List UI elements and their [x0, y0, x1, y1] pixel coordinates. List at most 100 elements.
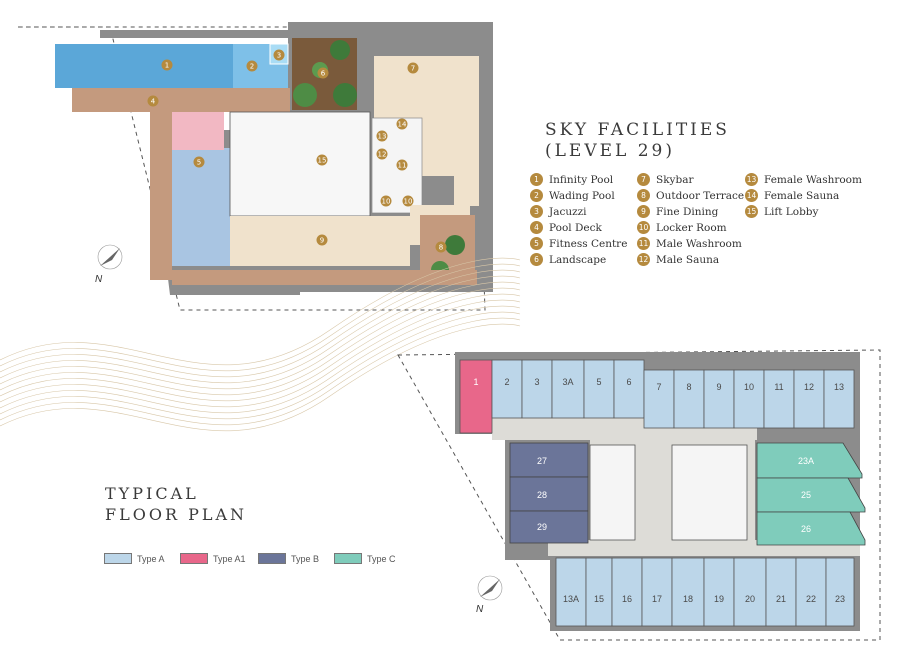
typical-core-left	[589, 444, 636, 541]
unit-17[interactable]	[641, 557, 673, 627]
unit-9[interactable]	[703, 369, 735, 429]
marker-label: 10	[404, 198, 413, 206]
unit-22[interactable]	[795, 557, 827, 627]
marker-label: 14	[398, 121, 407, 129]
unit-label: 18	[683, 594, 693, 604]
legend-label: Male Washroom	[656, 237, 742, 250]
marker-label: 5	[197, 159, 201, 167]
unit-5[interactable]	[583, 359, 615, 419]
unit-7[interactable]	[643, 369, 675, 429]
north-label: N	[95, 274, 103, 285]
marker-label: 13	[378, 133, 387, 141]
unit-15[interactable]	[585, 557, 613, 627]
type-legend-item: Type C	[334, 553, 396, 564]
unit-6[interactable]	[613, 359, 645, 419]
type-swatch	[334, 553, 362, 564]
unit-29[interactable]	[509, 510, 589, 544]
legend-label: Pool Deck	[549, 221, 602, 234]
unit-label: 16	[622, 594, 632, 604]
unit-2[interactable]	[491, 359, 523, 419]
unit-label: 25	[801, 490, 811, 500]
sky-facilities-title: SKY FACILITIES (LEVEL 29)	[545, 120, 730, 162]
type-label: Type B	[291, 553, 320, 564]
legend-label: Landscape	[549, 253, 607, 266]
marker-label: 10	[382, 198, 391, 206]
unit-label: 15	[594, 594, 604, 604]
pool-deck-area	[72, 88, 290, 112]
unit-20[interactable]	[733, 557, 767, 627]
unit-label: 3A	[562, 377, 573, 387]
units-left-column: 27 28 29	[509, 442, 589, 544]
marker-label: 6	[321, 70, 326, 78]
unit-16[interactable]	[611, 557, 643, 627]
marker-label: 3	[277, 52, 281, 60]
unit-8[interactable]	[673, 369, 705, 429]
unit-label: 9	[716, 382, 721, 392]
unit-3a[interactable]	[551, 359, 585, 419]
unit-label: 5	[596, 377, 601, 387]
legend-label: Fitness Centre	[549, 237, 628, 250]
marker-infinity-pool	[161, 59, 173, 71]
type-label: Type A	[137, 553, 165, 564]
units-bottom-row: 13A 15 16 17 18 19 20 21 22 23	[555, 557, 855, 627]
type-label: Type C	[367, 553, 396, 564]
type-swatch	[258, 553, 286, 564]
units-right-column: 23A 25 26	[756, 442, 866, 546]
legend-num: 9	[637, 205, 650, 218]
unit-25[interactable]	[756, 477, 866, 513]
type-legend-item: Type A	[104, 553, 165, 564]
legend-num: 8	[637, 189, 650, 202]
unit-12[interactable]	[793, 369, 825, 429]
unit-label: 23A	[798, 456, 814, 466]
marker-label: 1	[165, 62, 169, 70]
unit-label: 2	[504, 377, 509, 387]
marker-label: 8	[439, 244, 443, 252]
unit-26[interactable]	[756, 511, 866, 546]
sky-title-line2: (LEVEL 29)	[545, 141, 675, 161]
unit-label: 13	[834, 382, 844, 392]
legend-label: Female Washroom	[764, 173, 862, 186]
unit-label: 12	[804, 382, 814, 392]
legend-num: 2	[530, 189, 543, 202]
unit-21[interactable]	[765, 557, 797, 627]
legend-label: Jacuzzi	[549, 205, 587, 218]
legend-label: Infinity Pool	[549, 173, 614, 186]
unit-label: 11	[774, 382, 783, 392]
infinity-pool	[55, 44, 233, 88]
unit-23a[interactable]	[756, 442, 863, 479]
unit-13a[interactable]	[555, 557, 587, 627]
unit-18[interactable]	[671, 557, 705, 627]
unit-19[interactable]	[703, 557, 735, 627]
legend-label: Female Sauna	[764, 189, 840, 202]
type-legend-item: Type B	[258, 553, 319, 564]
marker-label: 2	[250, 63, 254, 71]
unit-13[interactable]	[823, 369, 855, 429]
unit-28[interactable]	[509, 476, 589, 512]
legend-label: Lift Lobby	[764, 205, 819, 218]
unit-1[interactable]	[459, 359, 493, 434]
unit-3[interactable]	[521, 359, 553, 419]
legend-num: 6	[530, 253, 543, 266]
north-arrow-icon: N	[95, 244, 123, 285]
fitness-pink	[172, 112, 224, 150]
unit-27[interactable]	[509, 442, 589, 478]
legend-label: Fine Dining	[656, 205, 719, 218]
unit-label: 1	[473, 377, 478, 387]
legend-num: 5	[530, 237, 543, 250]
legend-num: 4	[530, 221, 543, 234]
unit-23[interactable]	[825, 557, 855, 627]
unit-11[interactable]	[763, 369, 795, 429]
unit-label: 21	[776, 594, 786, 604]
unit-10[interactable]	[733, 369, 765, 429]
legend-label: Locker Room	[656, 221, 727, 234]
legend-label: Outdoor Terrace	[656, 189, 745, 202]
unit-label: 17	[652, 594, 662, 604]
fitness-centre	[172, 148, 230, 266]
